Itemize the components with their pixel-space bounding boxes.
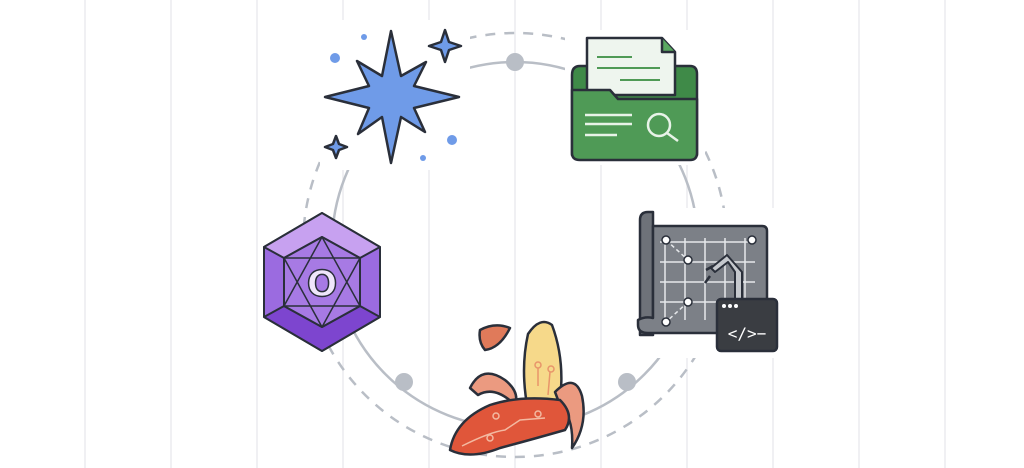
ring-nodes [395, 53, 636, 391]
blueprint-robot-arm-icon: </>− [630, 208, 780, 358]
terminal-code-symbol: </>− [728, 324, 767, 343]
hexagon-letter: O [307, 264, 338, 305]
sparkle-star-icon [320, 20, 470, 170]
hexagon-o-logo: O [263, 212, 381, 352]
peeled-banana-icon [448, 320, 585, 456]
folder-search-icon [565, 30, 705, 165]
